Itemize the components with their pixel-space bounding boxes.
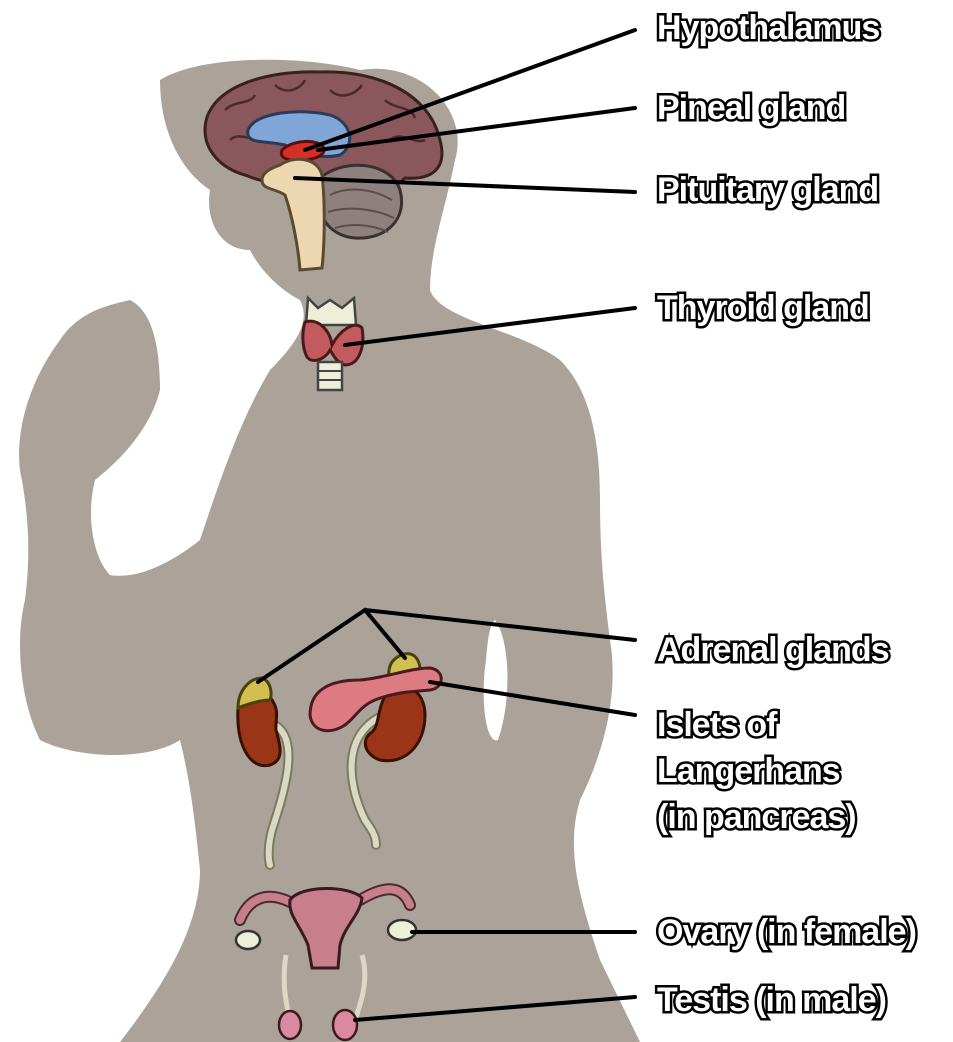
testis-left <box>279 1011 301 1039</box>
label-pineal-gland: Pineal gland <box>657 88 845 128</box>
label-thyroid-gland: Thyroid gland <box>657 288 869 328</box>
label-ovary: Ovary (in female) <box>657 912 916 952</box>
label-pituitary-gland: Pituitary gland <box>657 170 878 210</box>
label-hypothalamus: Hypothalamus <box>657 8 879 48</box>
cerebellum <box>317 165 402 238</box>
label-islets-of-langerhans: Islets of Langerhans (in pancreas) <box>657 702 856 840</box>
trachea <box>318 362 342 390</box>
label-testis: Testis (in male) <box>657 980 886 1020</box>
ovary-right <box>388 920 416 940</box>
testis-right <box>333 1010 357 1040</box>
ovary-left <box>236 931 260 949</box>
label-adrenal-glands: Adrenal glands <box>657 630 889 670</box>
